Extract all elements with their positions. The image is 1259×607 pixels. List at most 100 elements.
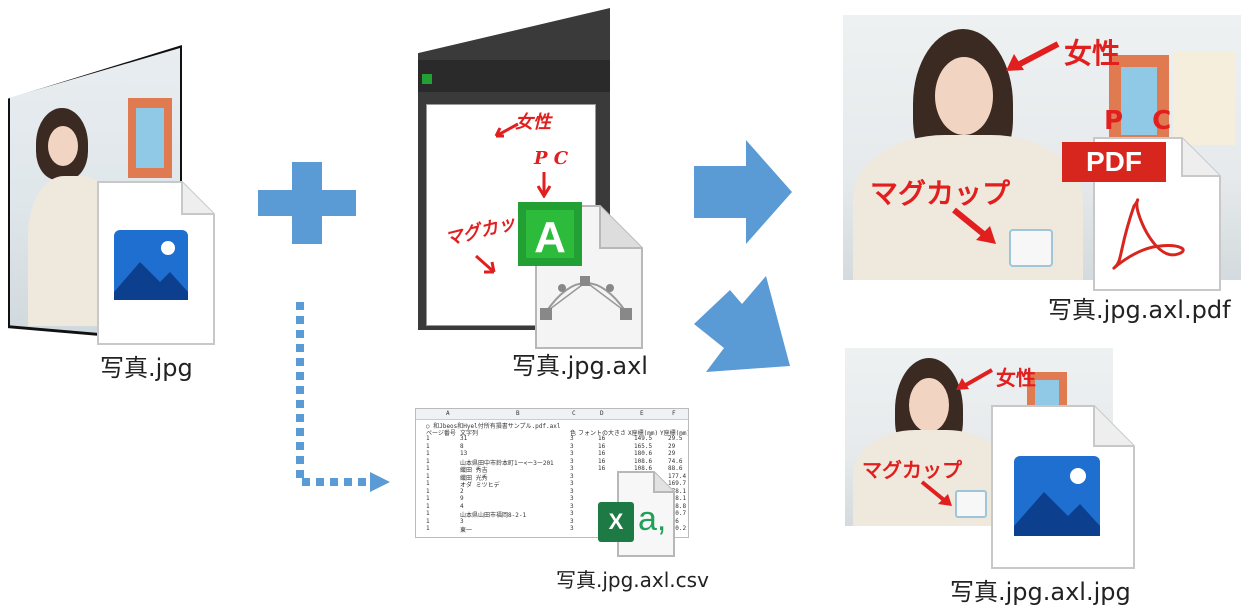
sheet-cell: 1 xyxy=(426,435,430,442)
dotted-arrow-to-csv xyxy=(296,302,390,492)
sheet-cell: 3 xyxy=(570,517,574,525)
sheet-cell: 169.7 xyxy=(668,480,687,487)
pdf-arrow-mug xyxy=(952,207,996,244)
hdr-text: 文字列 xyxy=(460,430,479,437)
sheet-cell: 3 xyxy=(570,502,574,510)
sheet-cell: 108.6 xyxy=(634,465,653,472)
axl-file-icon xyxy=(518,202,643,349)
excel-badge-x: X xyxy=(608,509,624,534)
sheet-cell: 3 xyxy=(570,442,574,450)
pdf-output-photo xyxy=(843,15,1241,280)
pdf-badge-label: PDF xyxy=(1086,146,1142,177)
sheet-cell: 16 xyxy=(598,442,606,450)
jpg-image-file-icon xyxy=(991,405,1135,569)
sheet-cell: 8 xyxy=(460,442,464,450)
sheet-cell: 200.7 xyxy=(668,510,687,517)
sheet-cell: 1 xyxy=(426,480,430,487)
sheet-cell: 1 xyxy=(426,457,430,465)
sheet-cell: 200.2 xyxy=(668,525,687,532)
col-f: F xyxy=(672,410,676,417)
sheet-cell: 9 xyxy=(460,495,464,502)
jpg-arrow-woman xyxy=(956,368,993,390)
sheet-cell: 1 xyxy=(426,450,430,457)
hdr-y: Y座標(mm) xyxy=(660,430,689,437)
sheet-cell: 1 xyxy=(426,495,430,502)
jpg-arrow-mug xyxy=(920,480,952,506)
hdr-font: フォントの大きさ xyxy=(578,430,627,437)
caption-jpg-output: 写真.jpg.axl.jpg xyxy=(950,578,1131,606)
sheet-cell: 1 xyxy=(426,510,430,517)
axl-arrow-woman xyxy=(494,122,519,138)
col-e: E xyxy=(640,410,644,417)
sheet-cell: 31 xyxy=(460,435,468,442)
sheet-cell: 3 xyxy=(570,525,574,532)
pdf-annotation-woman: 女性 xyxy=(1064,37,1121,70)
sheet-cell: 88.6 xyxy=(668,465,683,472)
sheet-cell: 1 xyxy=(426,472,430,480)
sheet-cell: 29.5 xyxy=(668,435,683,442)
sheet-title-row: ○ 和Jbeos和Hyel付所有損書サンプル.pdf.axl xyxy=(426,423,561,430)
sheet-cell: 165.5 xyxy=(634,442,653,450)
sheet-cell: 織田 秀吉 xyxy=(460,467,488,474)
hdr-color: 色 xyxy=(570,430,577,437)
caption-source-jpg: 写真.jpg xyxy=(100,354,193,382)
sheet-cell: 3 xyxy=(460,517,464,525)
arrow-to-jpg xyxy=(694,276,790,372)
sheet-cell: 3 xyxy=(570,435,574,442)
sheet-cell: 29 xyxy=(668,442,676,450)
col-d: D xyxy=(600,410,604,417)
jpg-annotation-mug: マグカップ xyxy=(862,458,962,482)
sheet-cell: 2 xyxy=(460,487,464,495)
pdf-arrow-woman xyxy=(1006,41,1060,71)
axl-annotation-woman: 女性 xyxy=(515,112,551,133)
pdf-annotation-pc: P C xyxy=(1104,106,1182,136)
sheet-cell: 3 xyxy=(570,457,574,465)
sheet-cell: 178.8 xyxy=(668,502,687,510)
axl-annotation-pc: P C xyxy=(534,148,569,169)
col-a: A xyxy=(446,410,450,417)
pdf-annotation-mug: マグカップ xyxy=(870,177,1011,210)
plus-icon xyxy=(258,162,356,244)
sheet-cell: 4 xyxy=(460,502,464,510)
sheet-cell: 織田 光秀 xyxy=(460,474,488,482)
excel-badge-a: a, xyxy=(638,500,667,538)
image-file-icon xyxy=(97,181,215,345)
axl-arrow-pc xyxy=(536,172,552,198)
sheet-cell: 3 xyxy=(570,510,574,517)
excel-file-icon xyxy=(598,471,675,557)
axl-arrow-mug xyxy=(475,254,496,274)
sheet-cell: 16 xyxy=(598,450,606,457)
pdf-file-icon xyxy=(1062,137,1221,291)
sheet-cell: 178.1 xyxy=(668,487,687,495)
sheet-cell: 177.4 xyxy=(668,472,687,480)
sheet-cell: 16 xyxy=(598,457,606,465)
col-b: B xyxy=(516,410,520,417)
sheet-cell: オダ ミツヒデ xyxy=(460,482,500,489)
sheet-cell: 178.1 xyxy=(668,495,687,502)
sheet-cell: 1 xyxy=(426,442,430,450)
sheet-cell: 74.6 xyxy=(668,457,683,465)
sheet-cell: 3 xyxy=(570,487,574,495)
sheet-cell: 3 xyxy=(570,495,574,502)
axl-badge-letter: A xyxy=(534,213,566,262)
sheet-cell: 山本県田中市鈴本町1ー<ー3ー201 xyxy=(460,459,554,467)
sheet-cell: 180.6 xyxy=(634,450,653,457)
sheet-cell: 1 xyxy=(426,525,430,532)
jpg-annotation-woman: 女性 xyxy=(996,366,1036,390)
sheet-cell: 3 xyxy=(570,480,574,487)
sheet-cell: 1 xyxy=(426,487,430,495)
sheet-cell: 3 xyxy=(570,450,574,457)
caption-axl-file: 写真.jpg.axl xyxy=(512,352,648,380)
sheet-cell: 1 xyxy=(426,502,430,510)
hdr-page: ページ番号 xyxy=(426,430,456,437)
caption-pdf-output: 写真.jpg.axl.pdf xyxy=(1048,296,1231,324)
sheet-cell: 13 xyxy=(460,450,468,457)
caption-csv-file: 写真.jpg.axl.csv xyxy=(556,568,709,592)
sheet-cell: 山本県山田市福岡8-2-1 xyxy=(460,512,527,519)
sheet-cell: 3 xyxy=(570,472,574,480)
sheet-cell: 108.6 xyxy=(634,457,653,465)
sheet-cell: 29 xyxy=(668,450,676,457)
sheet-cell: 1 xyxy=(426,465,430,472)
sheet-cell: 東一 xyxy=(460,527,473,534)
col-c: C xyxy=(572,410,576,417)
